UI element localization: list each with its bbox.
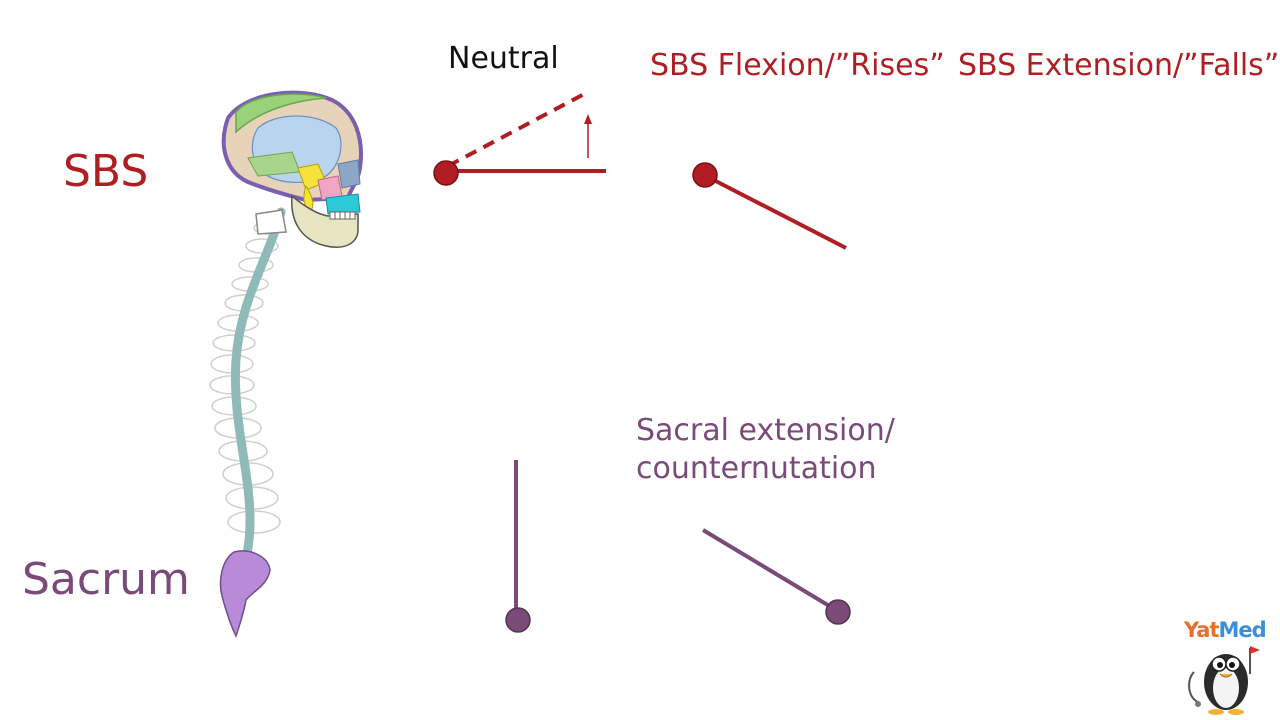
up-arrow-icon	[584, 114, 592, 124]
neutral-pivot-dot	[433, 160, 459, 186]
yatmed-logo: YatMed	[1180, 618, 1272, 716]
frontal-bone	[235, 93, 327, 134]
sacral-label-line1: Sacral extension/	[636, 413, 895, 448]
logo-part-yat: Yat	[1184, 618, 1219, 642]
sacrum-bone	[219, 550, 271, 638]
maxilla-bone	[325, 193, 361, 215]
neutral-dashed-rise-line	[447, 90, 589, 168]
nasal-region	[337, 159, 361, 189]
skull-spine-illustration-icon	[209, 90, 363, 638]
flexion-pivot-dot	[692, 162, 718, 188]
sbs-extension-label: SBS Extension/”Falls”	[958, 48, 1280, 83]
sbs-flexion-label: SBS Flexion/”Rises”	[650, 48, 945, 83]
mandible-bone	[291, 194, 359, 248]
sacral-extension-dot	[825, 599, 851, 625]
sacrum-label: Sacrum	[22, 554, 190, 605]
sacrum-neutral-dot	[505, 607, 531, 633]
logo-part-med: Med	[1218, 618, 1267, 642]
sacral-label-line2: counternutation	[636, 451, 877, 486]
neutral-sbs-diagram	[433, 90, 606, 186]
spinal-cord	[230, 207, 286, 577]
penguin-doctor-icon	[1188, 646, 1260, 715]
sacrum-neutral-diagram	[505, 460, 531, 633]
sacral-extension-line	[701, 528, 838, 612]
sbs-flexion-diagram	[692, 162, 847, 250]
sacral-extension-label: Sacral extension/ counternutation	[636, 412, 895, 488]
sacral-extension-diagram	[701, 528, 851, 625]
logo-wordmark: YatMed	[1184, 618, 1267, 642]
teeth	[329, 211, 356, 220]
atlas-vertebra	[255, 209, 287, 235]
neutral-label: Neutral	[448, 41, 559, 76]
flexion-sbs-line	[705, 174, 847, 250]
sbs-label: SBS	[63, 146, 149, 197]
